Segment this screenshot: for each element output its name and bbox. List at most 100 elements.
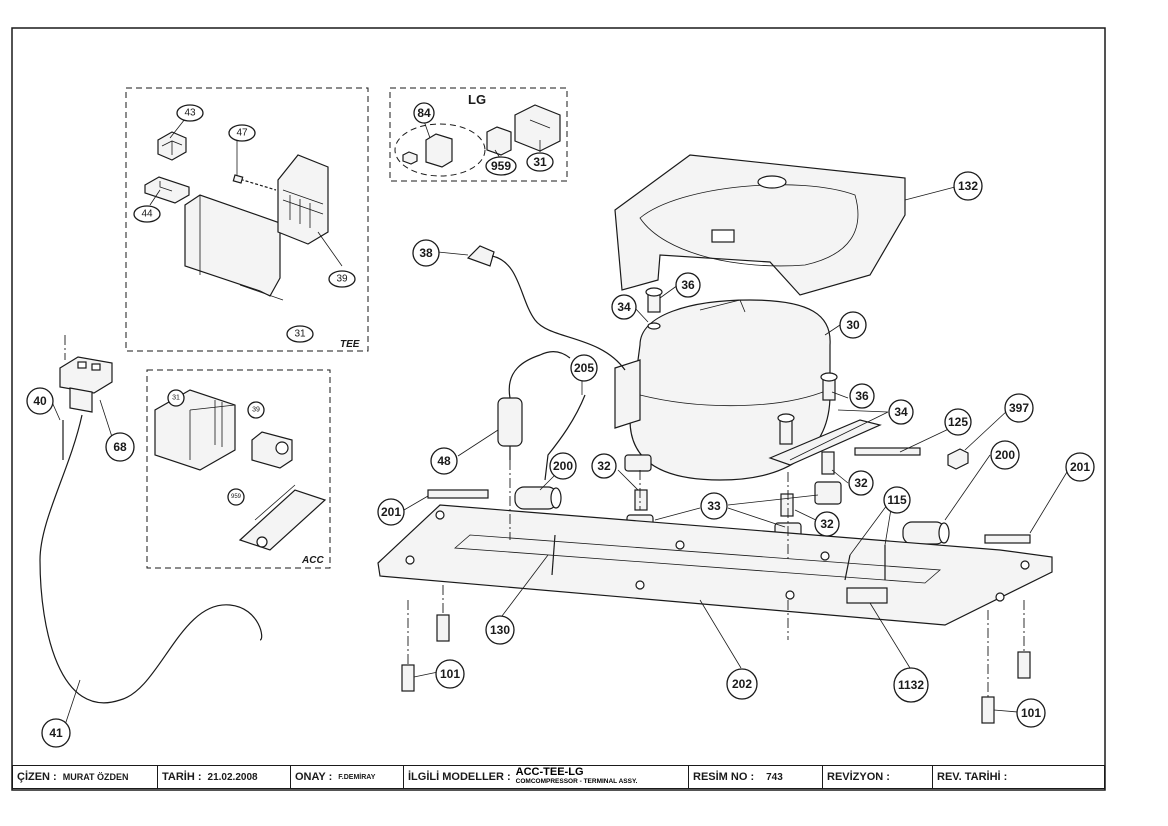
callout-32: 32 xyxy=(591,453,617,479)
revision-date-cell: REV. TARİHİ : xyxy=(933,766,1104,788)
callout-32: 32 xyxy=(814,511,840,537)
approved-label: ONAY : xyxy=(295,771,333,783)
callout-959: 959 xyxy=(227,488,245,506)
svg-text:205: 205 xyxy=(574,361,594,375)
svg-text:30: 30 xyxy=(846,318,860,332)
date-cell: TARİH : 21.02.2008 xyxy=(158,766,291,788)
callout-101: 101 xyxy=(1016,698,1046,728)
sleeve-200-right xyxy=(902,521,950,545)
lg-cover-31-part xyxy=(514,104,561,152)
callout-40: 40 xyxy=(26,387,54,415)
power-cord xyxy=(466,245,626,371)
callout-43: 43 xyxy=(176,104,204,122)
callout-34: 34 xyxy=(611,294,637,320)
compressor-top-cover xyxy=(614,154,906,296)
callout-201: 201 xyxy=(1065,452,1095,482)
svg-text:130: 130 xyxy=(490,623,510,637)
tee-group-label: TEE xyxy=(340,339,360,350)
screw-130 xyxy=(551,534,556,576)
screw-36-top xyxy=(645,287,663,330)
svg-text:41: 41 xyxy=(49,726,63,740)
svg-text:201: 201 xyxy=(1070,460,1090,474)
svg-text:48: 48 xyxy=(437,454,451,468)
acc-cover-part xyxy=(154,389,236,471)
bracket-1132 xyxy=(846,587,888,604)
screws-115 xyxy=(844,545,886,581)
callout-84: 84 xyxy=(413,102,435,124)
rod-201-left xyxy=(427,489,489,499)
acc-relay-part xyxy=(251,431,293,469)
date-value: 21.02.2008 xyxy=(207,771,258,783)
svg-text:34: 34 xyxy=(617,300,631,314)
callout-201: 201 xyxy=(377,498,405,526)
svg-text:47: 47 xyxy=(236,128,248,139)
acc-pcb-part xyxy=(238,484,327,551)
tee-clip-part xyxy=(144,176,190,204)
svg-text:32: 32 xyxy=(854,476,868,490)
drawing-border xyxy=(11,27,1106,791)
spacers-32 xyxy=(634,451,835,517)
callout-47: 47 xyxy=(228,124,256,142)
tee-leader-31 xyxy=(239,284,284,301)
svg-text:397: 397 xyxy=(1009,401,1029,415)
tee-relay-part xyxy=(157,131,187,161)
callout-200: 200 xyxy=(549,452,577,480)
related-models-subtitle: COMCOMPRESSOR - TERMINAL ASSY. xyxy=(515,778,638,785)
svg-text:125: 125 xyxy=(948,415,968,429)
lg-relay-959-part xyxy=(486,126,512,156)
callout-132: 132 xyxy=(953,171,983,201)
tee-terminal-box-part xyxy=(277,154,329,245)
svg-text:36: 36 xyxy=(855,389,869,403)
cable-41 xyxy=(39,414,263,704)
screw-36-mid xyxy=(777,372,838,445)
capacitor-part xyxy=(497,351,571,460)
related-models-label: İLGİLİ MODELLER : xyxy=(408,771,511,783)
drawn-by-cell: ÇİZEN : MURAT ÖZDEN xyxy=(13,766,158,788)
svg-text:44: 44 xyxy=(141,209,153,220)
svg-text:32: 32 xyxy=(820,517,834,531)
svg-text:200: 200 xyxy=(995,448,1015,462)
revision-date-label: REV. TARİHİ : xyxy=(937,771,1008,783)
screws-101 xyxy=(401,614,1031,724)
tee-cover-part xyxy=(184,194,281,297)
callout-101: 101 xyxy=(435,659,465,689)
callout-33: 33 xyxy=(700,492,728,520)
callout-41: 41 xyxy=(41,718,71,748)
svg-text:68: 68 xyxy=(113,440,127,454)
svg-text:959: 959 xyxy=(491,159,511,173)
callout-39: 39 xyxy=(328,270,356,288)
svg-text:101: 101 xyxy=(440,667,460,681)
callout-39: 39 xyxy=(247,401,265,419)
svg-text:31: 31 xyxy=(294,329,306,340)
center-lines xyxy=(64,335,1025,697)
svg-text:34: 34 xyxy=(894,405,908,419)
lg-dashed-ellipse xyxy=(394,123,486,177)
drawing-number-value: 743 xyxy=(766,771,783,783)
svg-text:38: 38 xyxy=(419,246,433,260)
drawn-by-label: ÇİZEN : xyxy=(17,771,57,783)
svg-text:32: 32 xyxy=(597,459,611,473)
callout-31: 31 xyxy=(526,152,554,172)
drawing-number-label: RESİM NO : xyxy=(693,771,755,783)
lg-small-clip-part xyxy=(402,151,418,165)
acc-group-label: ACC xyxy=(301,555,324,566)
callout-205: 205 xyxy=(570,354,598,382)
svg-text:1132: 1132 xyxy=(898,678,924,692)
sleeve-200-left xyxy=(514,486,562,510)
svg-text:31: 31 xyxy=(172,395,180,402)
svg-text:43: 43 xyxy=(184,108,196,119)
callout-31: 31 xyxy=(167,389,185,407)
lg-group-box xyxy=(389,87,568,182)
svg-text:200: 200 xyxy=(553,459,573,473)
callout-202: 202 xyxy=(726,668,758,700)
svg-text:959: 959 xyxy=(231,494,242,500)
drawn-by-value: MURAT ÖZDEN xyxy=(62,772,129,782)
base-plate xyxy=(377,504,1053,626)
callout-125: 125 xyxy=(944,408,972,436)
svg-text:39: 39 xyxy=(252,407,260,414)
date-label: TARİH : xyxy=(162,771,202,783)
approved-value: F.DEMİRAY xyxy=(338,773,376,781)
callout-36: 36 xyxy=(849,383,875,409)
svg-text:201: 201 xyxy=(381,505,401,519)
